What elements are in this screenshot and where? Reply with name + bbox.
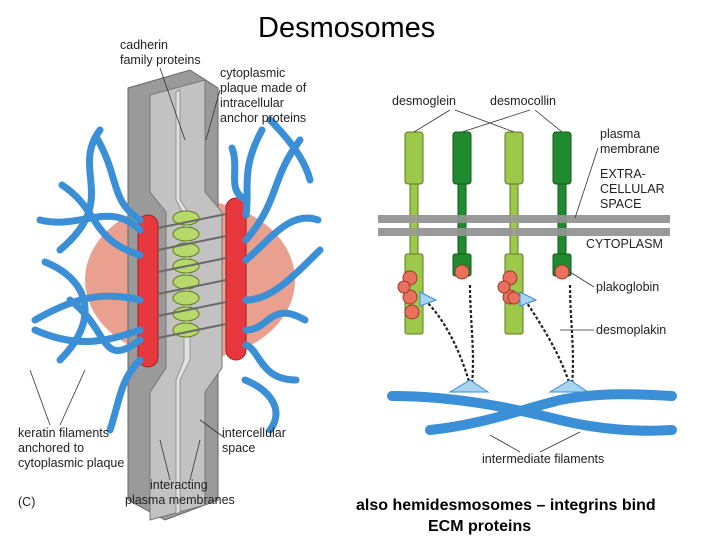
slide-title: Desmosomes bbox=[258, 12, 436, 44]
label-plasma-2: membrane bbox=[600, 142, 660, 156]
label-interacting-2: plasma membranes bbox=[125, 493, 235, 507]
label-plaque-4: anchor proteins bbox=[220, 111, 306, 125]
label-extra-3: SPACE bbox=[600, 197, 641, 211]
label-intercellular-2: space bbox=[222, 441, 255, 455]
membrane-overlay bbox=[378, 215, 670, 236]
label-keratin-1: keratin filaments bbox=[18, 426, 109, 440]
label-intermediate: intermediate filaments bbox=[482, 452, 604, 466]
label-desmocollin: desmocollin bbox=[490, 94, 556, 108]
label-cadherin-1: cadherin bbox=[120, 38, 168, 52]
footer-line-2: ECM proteins bbox=[428, 518, 532, 535]
desmoplakin-chains bbox=[424, 284, 575, 386]
cadherin-rods bbox=[157, 213, 227, 339]
label-plaque-2: plaque made of bbox=[220, 81, 307, 95]
cadherin-stack bbox=[172, 210, 200, 338]
right-figure-labels: desmoglein desmocollin plasma membrane E… bbox=[392, 94, 666, 466]
desmoplakin-heads bbox=[419, 291, 590, 393]
label-plakoglobin: plakoglobin bbox=[596, 280, 659, 294]
keratin-filaments bbox=[31, 116, 324, 434]
footer-line-1: also hemidesmosomes – integrins bind bbox=[356, 497, 656, 514]
right-leader-lines bbox=[413, 109, 599, 453]
label-cytoplasm: CYTOPLASM bbox=[586, 237, 663, 251]
footer-note: also hemidesmosomes – integrins bind ECM… bbox=[346, 495, 706, 537]
label-keratin-2: anchored to bbox=[18, 441, 84, 455]
label-interacting-1: interacting bbox=[150, 478, 208, 492]
desmocollin-1 bbox=[452, 131, 472, 277]
left-figure-labels: cadherin family proteins cytoplasmic pla… bbox=[18, 38, 307, 509]
label-keratin-3: cytoplasmic plaque bbox=[18, 456, 124, 470]
label-desmoglein: desmoglein bbox=[392, 94, 456, 108]
label-intercellular-1: intercellular bbox=[222, 426, 286, 440]
plaque-right bbox=[225, 197, 247, 361]
label-extra-2: CELLULAR bbox=[600, 182, 665, 196]
left-leader-lines bbox=[29, 67, 226, 481]
desmocollin-2 bbox=[552, 131, 572, 277]
panel-label: (C) bbox=[18, 495, 35, 509]
label-plaque-3: intracellular bbox=[220, 96, 284, 110]
plaque-left bbox=[137, 214, 159, 368]
label-extra-1: EXTRA- bbox=[600, 167, 646, 181]
label-plasma-1: plasma bbox=[600, 127, 640, 141]
label-cadherin-2: family proteins bbox=[120, 53, 201, 67]
intermediate-filaments bbox=[387, 389, 677, 436]
label-desmoplakin: desmoplakin bbox=[596, 323, 666, 337]
plakoglobin-cluster bbox=[397, 264, 570, 320]
label-plaque-1: cytoplasmic bbox=[220, 66, 285, 80]
